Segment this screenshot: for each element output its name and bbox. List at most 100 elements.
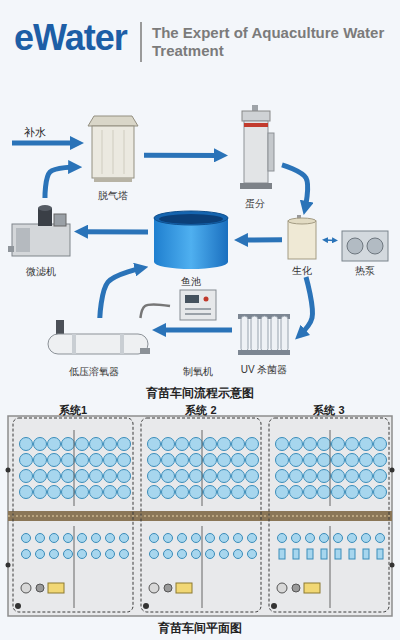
nursery-tank — [374, 454, 387, 467]
nursery-tank — [176, 454, 189, 467]
body-band — [72, 334, 76, 354]
small-tank — [120, 550, 129, 559]
small-tank — [377, 549, 383, 559]
equipment-symbol — [176, 583, 192, 593]
equipment-label: 脱气塔 — [70, 190, 156, 202]
nursery-tank — [62, 438, 75, 451]
wall-post — [6, 563, 11, 568]
nursery-tank — [104, 438, 117, 451]
nursery-tank — [76, 486, 89, 499]
nursery-tank — [48, 454, 61, 467]
nursery-tank — [318, 470, 331, 483]
body-band — [120, 334, 124, 354]
flow-arrow — [300, 277, 313, 335]
skimmer-side-pipe — [268, 133, 274, 171]
small-tank — [164, 550, 173, 559]
filter-motor-top — [38, 205, 52, 211]
nursery-tank — [90, 438, 103, 451]
flow-arrow — [158, 327, 232, 332]
nursery-tank — [190, 470, 203, 483]
nursery-tank — [304, 470, 317, 483]
small-tank — [106, 534, 115, 543]
tower-hood — [88, 116, 138, 126]
equipment-symbol — [48, 583, 64, 593]
equipment-drawing — [8, 198, 74, 262]
tower-body — [92, 126, 134, 178]
small-tank — [376, 534, 385, 543]
nursery-tank — [34, 486, 47, 499]
equipment-symbol — [277, 583, 287, 593]
small-tank — [363, 549, 369, 559]
filter-outlet — [8, 246, 14, 252]
biofilter: 生化 — [282, 215, 322, 277]
small-tank — [278, 534, 287, 543]
nursery-tank — [332, 470, 345, 483]
tower-rib — [124, 130, 125, 174]
nursery-tank — [90, 486, 103, 499]
nursery-tank — [34, 470, 47, 483]
bio-tank — [288, 221, 316, 259]
nursery-tank — [104, 454, 117, 467]
equipment-drawing — [232, 312, 296, 358]
nursery-tank — [118, 470, 131, 483]
low-pressure-oxygenator: 低压溶氧器 — [36, 318, 152, 378]
pump-fan — [367, 238, 383, 254]
small-tank — [150, 550, 159, 559]
nursery-tank — [304, 438, 317, 451]
small-tank — [92, 534, 101, 543]
brand-subtitle: The Expert of Aquaculture Water Treatmen… — [152, 24, 392, 60]
nursery-tank — [360, 438, 373, 451]
flow-arrow — [45, 167, 76, 198]
flow-arrow — [325, 239, 336, 241]
nursery-tank — [290, 486, 303, 499]
flow-arrow — [144, 153, 222, 158]
nursery-tank — [190, 454, 203, 467]
oxygen-generator: 制氧机 — [170, 288, 226, 378]
small-tank — [234, 550, 243, 559]
nursery-tank — [204, 438, 217, 451]
small-tank — [64, 550, 73, 559]
nursery-tank — [48, 470, 61, 483]
nursery-tank — [76, 438, 89, 451]
nursery-tank — [148, 438, 161, 451]
indicator-light — [204, 297, 209, 302]
nursery-tank — [374, 470, 387, 483]
nursery-tank — [162, 438, 175, 451]
small-tank — [120, 534, 129, 543]
equipment-symbol — [164, 584, 172, 592]
wall-post — [6, 468, 11, 473]
zone-outline — [141, 418, 261, 612]
equipment-label: 微滤机 — [0, 266, 86, 278]
nursery-tank — [204, 454, 217, 467]
small-tank — [150, 534, 159, 543]
flow-arrow — [282, 165, 308, 209]
nursery-tank — [374, 438, 387, 451]
nursery-tank — [304, 454, 317, 467]
nursery-tank — [118, 438, 131, 451]
small-tank — [234, 534, 243, 543]
flow-arrow — [80, 229, 148, 234]
nursery-tank — [48, 486, 61, 499]
skimmer-cap — [242, 111, 270, 121]
nursery-tank — [346, 470, 359, 483]
equipment-drawing — [148, 208, 234, 272]
nursery-tank — [360, 470, 373, 483]
small-tank — [192, 550, 201, 559]
small-tank — [248, 550, 257, 559]
wall-post — [390, 468, 395, 473]
equipment-label: UV 杀菌器 — [220, 364, 308, 376]
uv-tube — [261, 316, 268, 352]
nursery-tank — [204, 486, 217, 499]
nursery-tank — [332, 486, 345, 499]
protein-skimmer: 蛋分 — [228, 105, 282, 210]
uv-tube — [251, 316, 258, 352]
cabinet-vent — [185, 308, 211, 310]
nursery-tank — [176, 470, 189, 483]
nursery-tank — [62, 486, 75, 499]
drain-point — [271, 603, 277, 609]
tower-base — [94, 178, 132, 182]
filter-tank — [12, 224, 70, 256]
micro-filter: 微滤机 — [8, 198, 74, 278]
uv-tube — [241, 316, 248, 352]
